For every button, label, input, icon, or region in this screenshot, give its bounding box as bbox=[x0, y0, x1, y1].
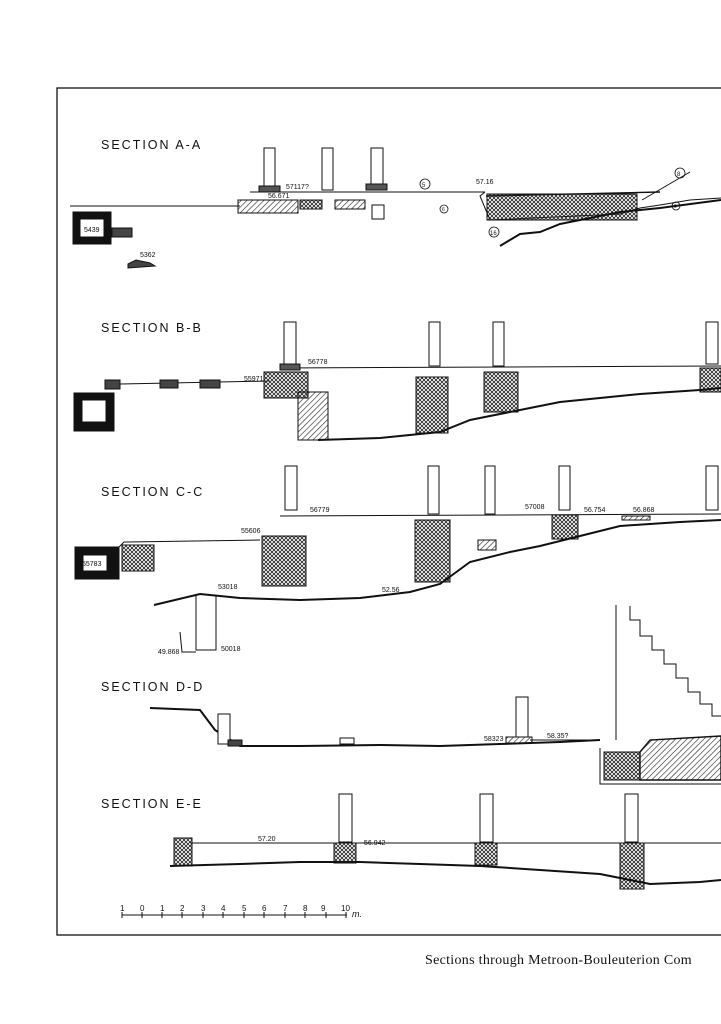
column bbox=[263, 147, 276, 187]
section-c-title: SECTION C-C bbox=[101, 485, 204, 499]
elevation-label: 56.671 bbox=[268, 193, 290, 200]
column bbox=[370, 147, 384, 187]
section-b-title: SECTION B-B bbox=[101, 321, 203, 335]
elevation-label: 58323 bbox=[484, 736, 504, 743]
section-marker: 8 bbox=[677, 172, 681, 178]
scale-bar bbox=[121, 912, 347, 918]
section-marker: 9 bbox=[674, 204, 677, 210]
elevation-label: 56.754 bbox=[584, 507, 606, 514]
section-d-drawing bbox=[149, 605, 721, 785]
column bbox=[427, 465, 440, 515]
section-d-title: SECTION D-D bbox=[101, 680, 204, 694]
scale-tick-label: 5 bbox=[242, 904, 247, 913]
elevation-label: 55971 bbox=[244, 376, 264, 383]
scale-tick-label: 2 bbox=[180, 904, 185, 913]
scale-tick-label: 1 bbox=[160, 904, 165, 913]
column bbox=[479, 793, 494, 843]
column bbox=[428, 321, 441, 367]
elevation-label: 5439 bbox=[84, 227, 100, 234]
scale-tick-label: 10 bbox=[341, 904, 350, 913]
elevation-label: 52.56 bbox=[382, 587, 400, 594]
scale-tick-label: 8 bbox=[303, 904, 308, 913]
elevation-label: 56.942 bbox=[364, 840, 386, 847]
section-b-drawing bbox=[73, 321, 721, 441]
elevation-label: 57.16 bbox=[476, 179, 494, 186]
figure-caption: Sections through Metroon-Bouleuterion Co… bbox=[425, 953, 692, 968]
column bbox=[321, 147, 334, 191]
column bbox=[515, 696, 529, 738]
elevation-label: 57.20 bbox=[258, 836, 276, 843]
scale-tick-label: 0 bbox=[140, 904, 145, 913]
elevation-label: 53018 bbox=[218, 584, 238, 591]
scale-tick-label: 9 bbox=[321, 904, 326, 913]
scale-tick-label: 1 bbox=[120, 904, 125, 913]
elevation-label: 58.35? bbox=[547, 733, 569, 740]
scale-unit: m. bbox=[352, 909, 362, 919]
section-marker: 5 bbox=[422, 183, 426, 189]
section-marker: 16 bbox=[490, 231, 497, 237]
section-a-drawing bbox=[70, 147, 721, 269]
elevation-label: 5362 bbox=[140, 252, 156, 259]
section-c-drawing bbox=[74, 465, 721, 653]
elevation-label: 56779 bbox=[310, 507, 330, 514]
elevation-label: 55606 bbox=[241, 528, 261, 535]
section-marker: 6 bbox=[442, 207, 445, 213]
elevation-label: 56778 bbox=[308, 359, 328, 366]
scale-tick-label: 7 bbox=[283, 904, 288, 913]
column bbox=[284, 465, 298, 511]
scale-tick-label: 4 bbox=[221, 904, 226, 913]
column bbox=[705, 465, 719, 511]
column bbox=[705, 321, 719, 365]
scale-tick-label: 3 bbox=[201, 904, 206, 913]
elevation-label: 50018 bbox=[221, 646, 241, 653]
elevation-label: 49.868 bbox=[158, 649, 180, 656]
elevation-label: 55783 bbox=[82, 561, 102, 568]
section-e-title: SECTION E-E bbox=[101, 797, 203, 811]
column bbox=[484, 465, 496, 515]
column bbox=[624, 793, 639, 843]
section-a-title: SECTION A-A bbox=[101, 138, 202, 152]
column bbox=[558, 465, 571, 511]
column bbox=[492, 321, 505, 367]
column bbox=[283, 321, 297, 365]
column bbox=[338, 793, 353, 843]
drawing-frame bbox=[56, 87, 721, 936]
elevation-label: 57117? bbox=[286, 184, 309, 191]
section-e-drawing bbox=[169, 793, 721, 890]
column bbox=[217, 713, 231, 745]
scale-tick-label: 6 bbox=[262, 904, 267, 913]
elevation-label: 57008 bbox=[525, 504, 545, 511]
elevation-label: 56.868 bbox=[633, 507, 655, 514]
